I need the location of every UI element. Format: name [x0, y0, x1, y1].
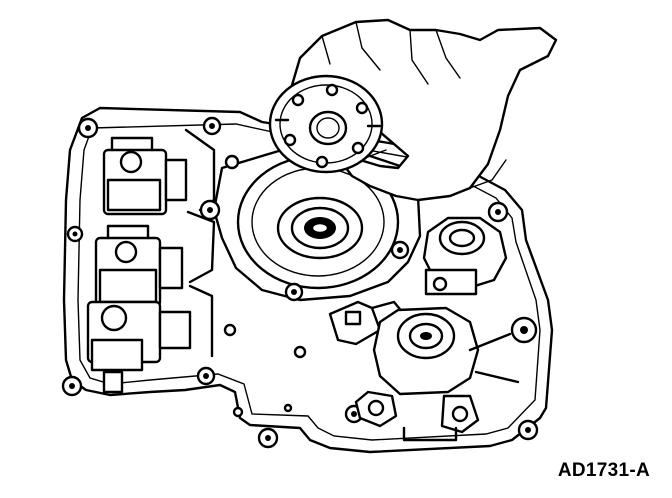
mounting-holes — [61, 116, 539, 449]
figure-code-label: AD1731-A — [557, 460, 650, 481]
solenoid-stack — [86, 128, 216, 394]
center-housing — [199, 148, 422, 302]
hand-holding-part — [288, 18, 558, 202]
wire-connector — [328, 300, 406, 346]
upper-actuator — [422, 216, 508, 296]
lower-solenoid — [354, 306, 520, 442]
gear-component — [268, 74, 384, 174]
